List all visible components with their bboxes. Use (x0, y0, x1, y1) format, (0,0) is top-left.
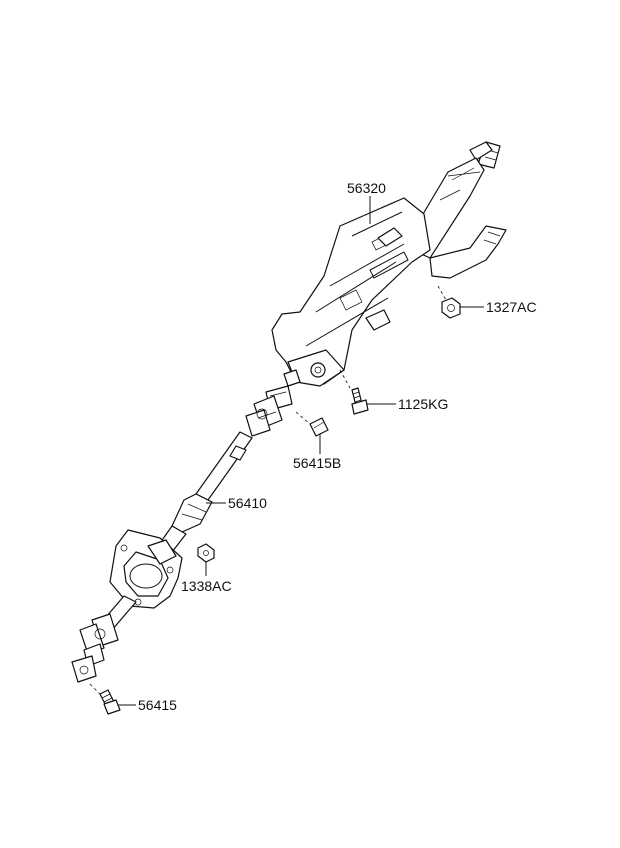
intermediate-shaft (157, 431, 253, 553)
dust-cover-plate (109, 529, 183, 609)
part-label-56410: 56410 (228, 495, 267, 511)
bolt-56415 (89, 683, 121, 715)
part-label-1125KG: 1125KG (398, 396, 449, 412)
nut-1338AC (197, 543, 215, 563)
part-label-1338AC: 1338AC (181, 578, 232, 594)
part-label-56415: 56415 (138, 697, 177, 713)
part-label-56320: 56320 (347, 180, 386, 196)
part-label-1327AC: 1327AC (486, 299, 537, 315)
nut-1327AC (437, 285, 461, 319)
steering-column-assembly (271, 141, 507, 387)
part-label-56415B: 56415B (293, 455, 342, 471)
bolt-56415B (295, 411, 329, 437)
lower-universal-joint (71, 595, 137, 683)
leader-lines (118, 196, 484, 706)
upper-universal-joint (245, 385, 293, 437)
bolt-1125KG (339, 369, 369, 415)
